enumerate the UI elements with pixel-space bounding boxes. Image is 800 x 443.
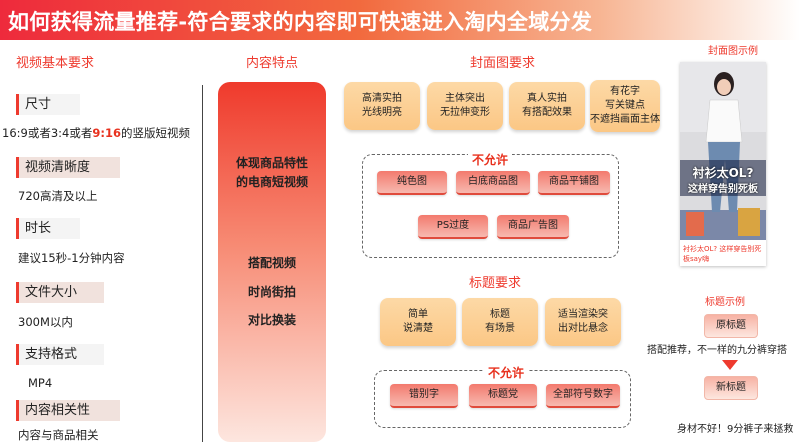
title-req-box: 标题有场景	[462, 298, 538, 346]
cover-example-image	[680, 62, 766, 240]
new-title-text: 身材不好！9分裤子来拯救	[677, 424, 794, 435]
not-allowed-item: 全部符号数字	[546, 384, 620, 408]
features-summary: 体现商品特性 的电商短视频	[235, 156, 308, 189]
original-title-text: 搭配推荐，不一样的九分裤穿搭	[647, 345, 787, 356]
cover-requirements-header: 封面图要求	[470, 56, 536, 71]
cover-example-card: 衬衫太OL? 这样穿告别死板 衬衫太OL? 这样穿告别死板say嗨	[680, 62, 766, 266]
feature-item: 搭配视频	[247, 256, 296, 270]
relevance-value: 内容与商品相关	[18, 428, 99, 442]
clarity-label: 视频清晰度	[16, 157, 120, 178]
duration-label: 时长	[16, 218, 80, 239]
new-title-label: 新标题	[704, 376, 758, 400]
cover-not-allowed-box	[362, 154, 619, 258]
clarity-value: 720高清及以上	[18, 189, 98, 203]
cover-overlay-subtitle: 这样穿告别死板	[688, 184, 758, 195]
cover-req-box: 主体突出无拉伸变形	[427, 82, 503, 130]
format-label: 支持格式	[16, 344, 104, 365]
filesize-value: 300M以内	[18, 315, 73, 329]
cover-caption: 衬衫太OL? 这样穿告别死板say嗨	[683, 245, 762, 263]
cover-req-box: 高清实拍光线明亮	[344, 82, 420, 130]
title-not-allowed-label: 不允许	[484, 364, 529, 381]
features-header: 内容特点	[246, 56, 299, 71]
title-req-box: 适当渲染突出对比悬念	[545, 298, 621, 346]
duration-value: 建议15秒-1分钟内容	[18, 251, 125, 265]
feature-item: 对比换装	[247, 313, 296, 327]
not-allowed-item: 纯色图	[377, 171, 447, 195]
not-allowed-item: PS过度	[418, 215, 488, 239]
cover-example-header: 封面图示例	[708, 46, 758, 57]
basic-requirements-header: 视频基本要求	[16, 56, 95, 71]
cover-req-box: 有花字写关键点不遮挡画面主体	[590, 80, 660, 132]
arrow-down-icon	[722, 360, 738, 370]
title-example-header: 标题示例	[705, 297, 745, 308]
title-banner	[0, 0, 800, 40]
feature-item: 时尚街拍	[247, 285, 296, 299]
relevance-label: 内容相关性	[16, 400, 120, 421]
title-req-box: 简单说清楚	[380, 298, 456, 346]
cover-req-box: 真人实拍有搭配效果	[509, 82, 585, 130]
not-allowed-item: 错别字	[390, 384, 458, 408]
size-label: 尺寸	[16, 94, 80, 115]
not-allowed-item: 标题党	[469, 384, 537, 408]
size-value: 16:9或者3:4或者9:16的竖版短视频	[2, 126, 190, 140]
cover-not-allowed-label: 不允许	[468, 151, 513, 168]
column-divider	[202, 85, 203, 442]
not-allowed-item: 商品平铺图	[538, 171, 610, 195]
filesize-label: 文件大小	[16, 282, 104, 303]
title-requirements-header: 标题要求	[469, 276, 522, 291]
page-title: 如何获得流量推荐-符合要求的内容即可快速进入淘内全域分发	[8, 10, 593, 34]
features-panel	[218, 82, 326, 442]
format-value: MP4	[28, 376, 53, 390]
original-title-label: 原标题	[704, 314, 758, 338]
cover-overlay-title: 衬衫太OL?	[692, 166, 754, 180]
not-allowed-item: 白底商品图	[456, 171, 530, 195]
not-allowed-item: 商品广告图	[497, 215, 569, 239]
